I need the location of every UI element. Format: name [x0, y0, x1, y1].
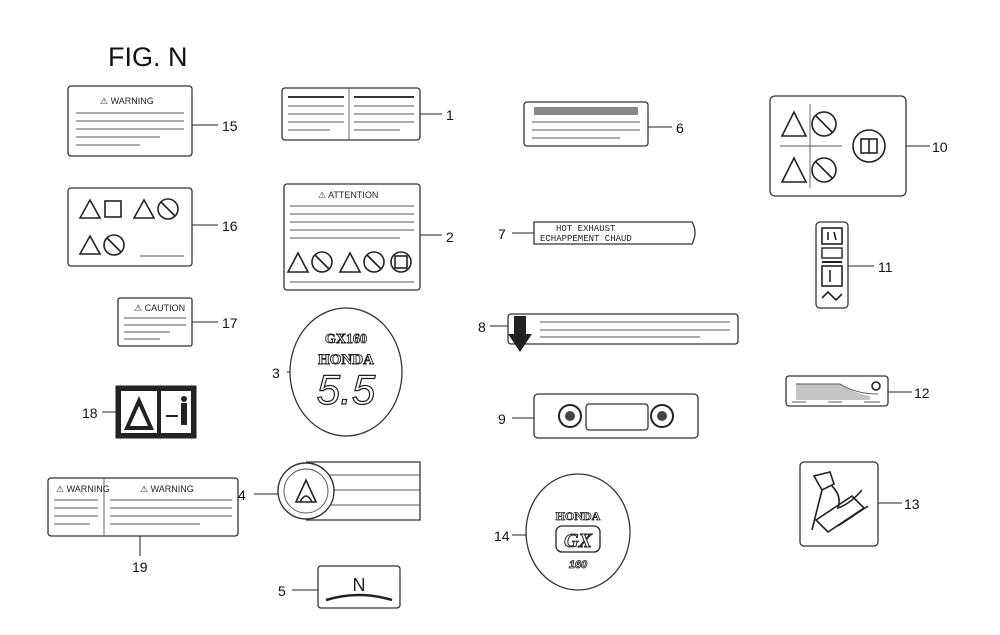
figure-title: FIG. N [108, 42, 188, 72]
callout-8: 8 [478, 319, 486, 335]
label-3-model: GX160 [325, 332, 367, 347]
label-14-logo: GX [564, 530, 592, 552]
label-14-sub: 160 [569, 559, 588, 571]
label-10-pictograms [769, 95, 930, 197]
label-19-heading-right: ⚠ WARNING [140, 484, 194, 494]
callout-10: 10 [932, 139, 948, 155]
callout-9: 9 [498, 411, 506, 427]
callout-1: 1 [446, 107, 454, 123]
label-18-pictogram [102, 385, 197, 439]
label-7-line2: ECHAPPEMENT CHAUD [540, 234, 632, 244]
callout-17: 17 [222, 315, 238, 331]
label-2-heading: ⚠ ATTENTION [318, 190, 378, 200]
callout-13: 13 [904, 496, 920, 512]
callout-19: 19 [132, 559, 148, 575]
callout-3: 3 [272, 365, 280, 381]
callout-12: 12 [914, 385, 930, 401]
label-4 [254, 461, 421, 521]
callout-15: 15 [222, 118, 238, 134]
callout-14: 14 [494, 528, 510, 544]
label-11-vertical [815, 221, 874, 309]
label-3-power: 5.5 [317, 366, 376, 413]
callout-18: 18 [82, 405, 98, 421]
label-12 [785, 375, 912, 407]
callout-2: 2 [446, 229, 454, 245]
label-19-dual-warning: ⚠ WARNING ⚠ WARNING [47, 477, 239, 556]
label-5-mark: N [353, 575, 366, 595]
label-14-brand: HONDA [556, 509, 601, 523]
callout-4: 4 [238, 487, 246, 503]
label-7-line1: HOT EXHAUST [556, 224, 616, 234]
label-15-heading: ⚠ WARNING [100, 96, 154, 106]
label-2-attention: ⚠ ATTENTION [283, 183, 442, 291]
callout-16: 16 [222, 218, 238, 234]
label-16-pictograms [67, 187, 218, 267]
label-14-gx-decal: HONDA GX 160 [512, 473, 631, 591]
label-3-brand: HONDA [318, 352, 374, 368]
label-13-tool-pictogram [799, 461, 902, 547]
label-15-warning: ⚠ WARNING [67, 85, 218, 157]
callout-7: 7 [498, 226, 506, 242]
label-1 [281, 87, 442, 141]
label-6 [523, 101, 672, 147]
callout-11: 11 [878, 259, 893, 275]
callout-5: 5 [278, 583, 286, 599]
label-17-caution: ⚠ CAUTION [117, 297, 218, 347]
label-17-heading: ⚠ CAUTION [134, 303, 185, 313]
label-7-hot-exhaust: HOT EXHAUST ECHAPPEMENT CHAUD [512, 221, 696, 245]
callout-6: 6 [676, 120, 684, 136]
label-9 [512, 393, 699, 439]
label-19-heading-left: ⚠ WARNING [56, 484, 110, 494]
label-3-model-decal: GX160 HONDA 5.5 [288, 307, 403, 437]
label-8-arrow-strip [490, 313, 739, 352]
label-5-switch: N [292, 565, 401, 609]
